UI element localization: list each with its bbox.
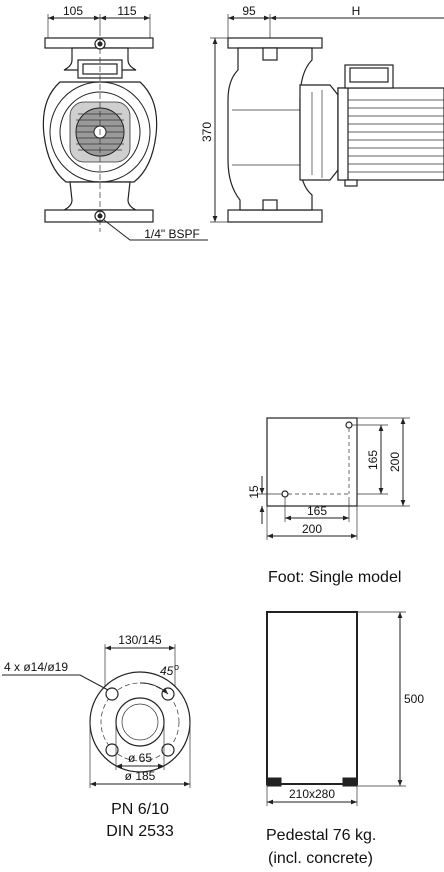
flange-angle: 45 [160,664,174,678]
pedestal-detail: 500 210x280 Pedestal 76 kg. (incl. concr… [266,611,424,867]
pedestal-dim-500: 500 [404,692,424,706]
dim-95: 95 [242,4,256,18]
dim-370: 370 [200,122,214,142]
dim-115: 115 [117,4,136,18]
port-label: 1/4" BSPF [144,227,200,241]
foot-dim-165-vertical: 165 [366,450,380,470]
foot-dim-200-vertical: 200 [388,452,402,472]
flange-dim-inner: ø 65 [128,751,152,765]
dim-h: H [352,4,361,18]
flange-dim-outer: ø 185 [125,769,156,783]
pedestal-caption-line1: Pedestal 76 kg. [266,827,376,844]
pump-side-view: 95 H 370 [200,4,444,223]
flange-dim-130-145: 130/145 [118,633,162,647]
foot-dim-200-horizontal: 200 [302,522,322,536]
flange-holes: 4 x ø14/ø19 [4,660,68,674]
degree-symbol-icon: o [174,662,179,672]
flange-caption-line2: DIN 2533 [106,823,174,840]
foot-dim-165-horizontal: 165 [307,504,327,518]
foot-dim-15: 15 [247,485,261,499]
motor-fins [345,99,444,173]
pump-front-view: 105 115 [42,4,208,241]
foot-caption: Foot: Single model [268,569,401,586]
pedestal-dim-base: 210x280 [289,787,335,801]
flange-caption-line1: PN 6/10 [111,801,169,818]
dim-105: 105 [63,4,83,18]
pedestal-caption-line2: (incl. concrete) [268,850,373,867]
flange-detail: 130/145 45 o 4 x ø14/ø19 ø 65 ø 185 PN 6… [2,633,191,840]
foot-detail: 165 200 15 165 200 Foot: Single model [247,417,410,586]
